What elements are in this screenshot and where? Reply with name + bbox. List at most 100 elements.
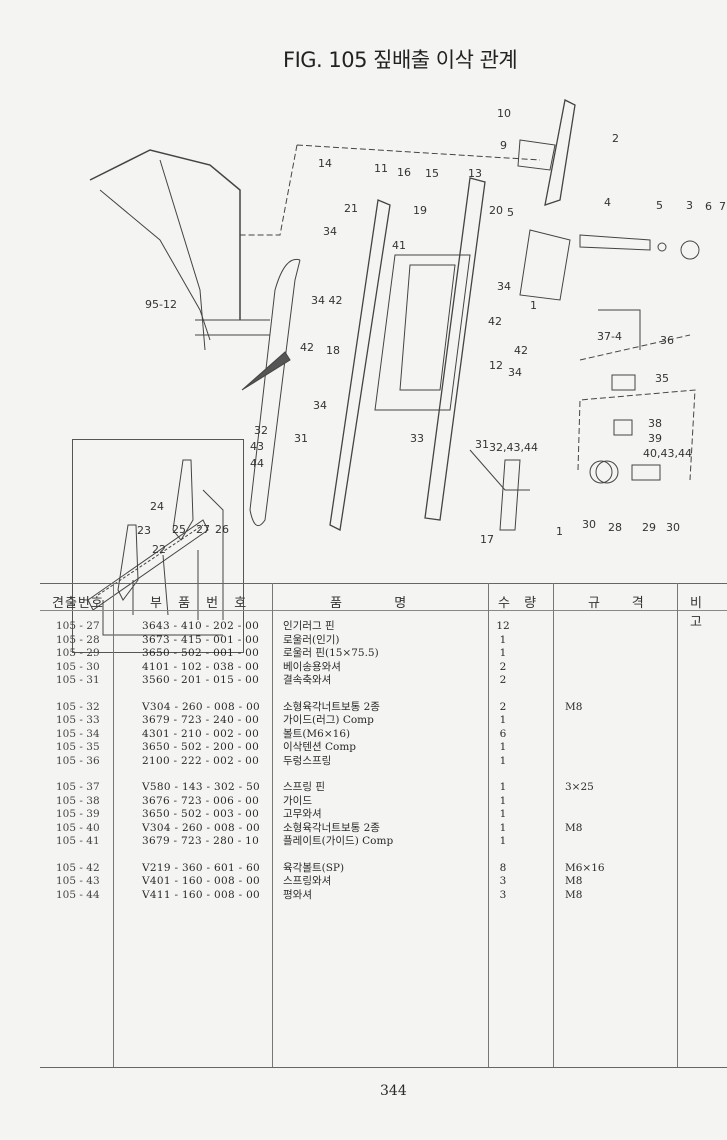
callout-label: 24 [150,500,164,513]
cell-name: 플레이트(가이드) Comp [283,835,394,847]
callout-label: 13 [468,167,482,180]
callout-label: 39 [648,432,662,445]
cell-qty: 1 [499,781,507,793]
callout-label: 25 [172,523,186,536]
diagram-drawing [89,99,700,531]
cell-qty: 1 [499,714,507,726]
callout-label: 15 [425,167,439,180]
callout-label: 27 [196,523,210,536]
cell-qty: 2 [499,700,507,713]
cell-name: 가이드(러그) Comp [283,714,374,726]
cell-name: 소형육각너트보통 2종 [283,700,380,713]
callout-label: 34 42 [311,294,343,307]
callout-label: 32,43,44 [489,441,538,454]
callout-label: 7 [719,200,726,213]
cell-name: 육각볼트(SP) [283,861,345,874]
table-row: 105 - 32 V304 - 260 - 008 - 00 소형육각너트보통 2종… [40,701,727,714]
cell-part: 3650 - 502 - 003 - 00 [142,808,260,820]
cell-ref: 105 - 39 [56,808,100,820]
cell-spec: 3×25 [565,781,594,793]
cell-qty: 2 [499,674,507,686]
cell-spec: M8 [565,888,583,901]
callout-label: 21 [344,202,358,215]
cell-name: 평와셔 [283,888,312,901]
callout-label: 34 [323,225,337,238]
cell-part: 3650 - 502 - 200 - 00 [142,741,260,753]
cell-ref: 105 - 29 [56,647,100,659]
callout-label: 34 [497,280,511,293]
callout-label: 30 [666,521,680,534]
callout-label: 36 [660,334,674,347]
callout-label: 44 [250,457,264,470]
cell-name: 로울러(인기) [283,633,340,646]
cell-qty: 1 [499,821,507,834]
cell-part: V580 - 143 - 302 - 50 [142,781,261,793]
detail-inset [72,439,244,653]
page-number: 344 [380,1083,407,1099]
cell-name: 로울러 핀(15×75.5) [283,647,379,659]
cell-part: V304 - 260 - 008 - 00 [142,821,261,834]
cell-part: V219 - 360 - 601 - 60 [142,861,261,874]
cell-part: V304 - 260 - 008 - 00 [142,700,261,713]
callout-label: 19 [413,204,427,217]
callout-label: 34 [508,366,522,379]
cell-name: 두렁스프링 [283,754,332,767]
callout-label: 42 [300,341,314,354]
cell-ref: 105 - 30 [56,660,100,673]
cell-qty: 2 [499,660,507,673]
cell-qty: 3 [499,888,507,901]
cell-ref: 105 - 44 [56,888,100,901]
cell-part: 3679 - 723 - 240 - 00 [142,714,260,726]
callout-label: 23 [137,524,151,537]
callout-label: 1 [556,525,563,538]
callout-label: 38 [648,417,662,430]
cell-part: 3673 - 415 - 001 - 00 [142,633,260,646]
callout-label: 30 [582,518,596,531]
cell-spec: M8 [565,821,583,834]
header-ref-number: 견출번호 [52,596,104,611]
callout-label: 4 [604,196,611,209]
callout-label: 42 [488,315,502,328]
callout-label: 22 [152,543,166,556]
cell-qty: 8 [499,861,507,874]
cell-part: 4301 - 210 - 002 - 00 [142,727,260,740]
callout-label: 5 [656,199,663,212]
callout-label: 37-4 [597,330,622,343]
callout-label: 32 [254,424,268,437]
cell-name: 인기러그 핀 [283,620,335,632]
cell-ref: 105 - 27 [56,620,100,632]
cell-spec: M8 [565,700,583,713]
cell-ref: 105 - 31 [56,674,100,686]
cell-name: 이삭텐션 Comp [283,741,357,753]
callout-label: 43 [250,440,264,453]
cell-part: V411 - 160 - 008 - 00 [142,888,261,901]
cell-qty: 12 [496,620,510,632]
cell-name: 베이송용와셔 [283,660,341,673]
cell-ref: 105 - 43 [56,875,100,887]
cell-ref: 105 - 34 [56,727,100,740]
cell-ref: 105 - 41 [56,835,100,847]
cell-ref: 105 - 40 [56,821,100,834]
cell-name: 고무와셔 [283,808,322,820]
cell-qty: 1 [499,794,507,807]
cell-name: 결속축와셔 [283,674,332,686]
header-spec: 규 격 [588,596,645,611]
cell-qty: 1 [499,633,507,646]
callout-label: 11 [374,162,388,175]
callout-label: 31 [475,438,489,451]
cell-part: 4101 - 102 - 038 - 00 [142,660,260,673]
callout-label: 1 [530,299,537,312]
cell-name: 스프링와셔 [283,875,332,887]
callout-label: 33 [410,432,424,445]
callout-label: 95-12 [145,298,177,311]
table-row: 105 - 31 3560 - 201 - 015 - 00 결속축와셔 2 [40,674,727,687]
callout-label: 28 [608,521,622,534]
cell-ref: 105 - 32 [56,700,100,713]
callout-label: 17 [480,533,494,546]
callout-label: 40,43,44 [643,447,692,460]
callout-label: 3 [686,199,693,212]
cell-part: 3560 - 201 - 015 - 00 [142,674,260,686]
